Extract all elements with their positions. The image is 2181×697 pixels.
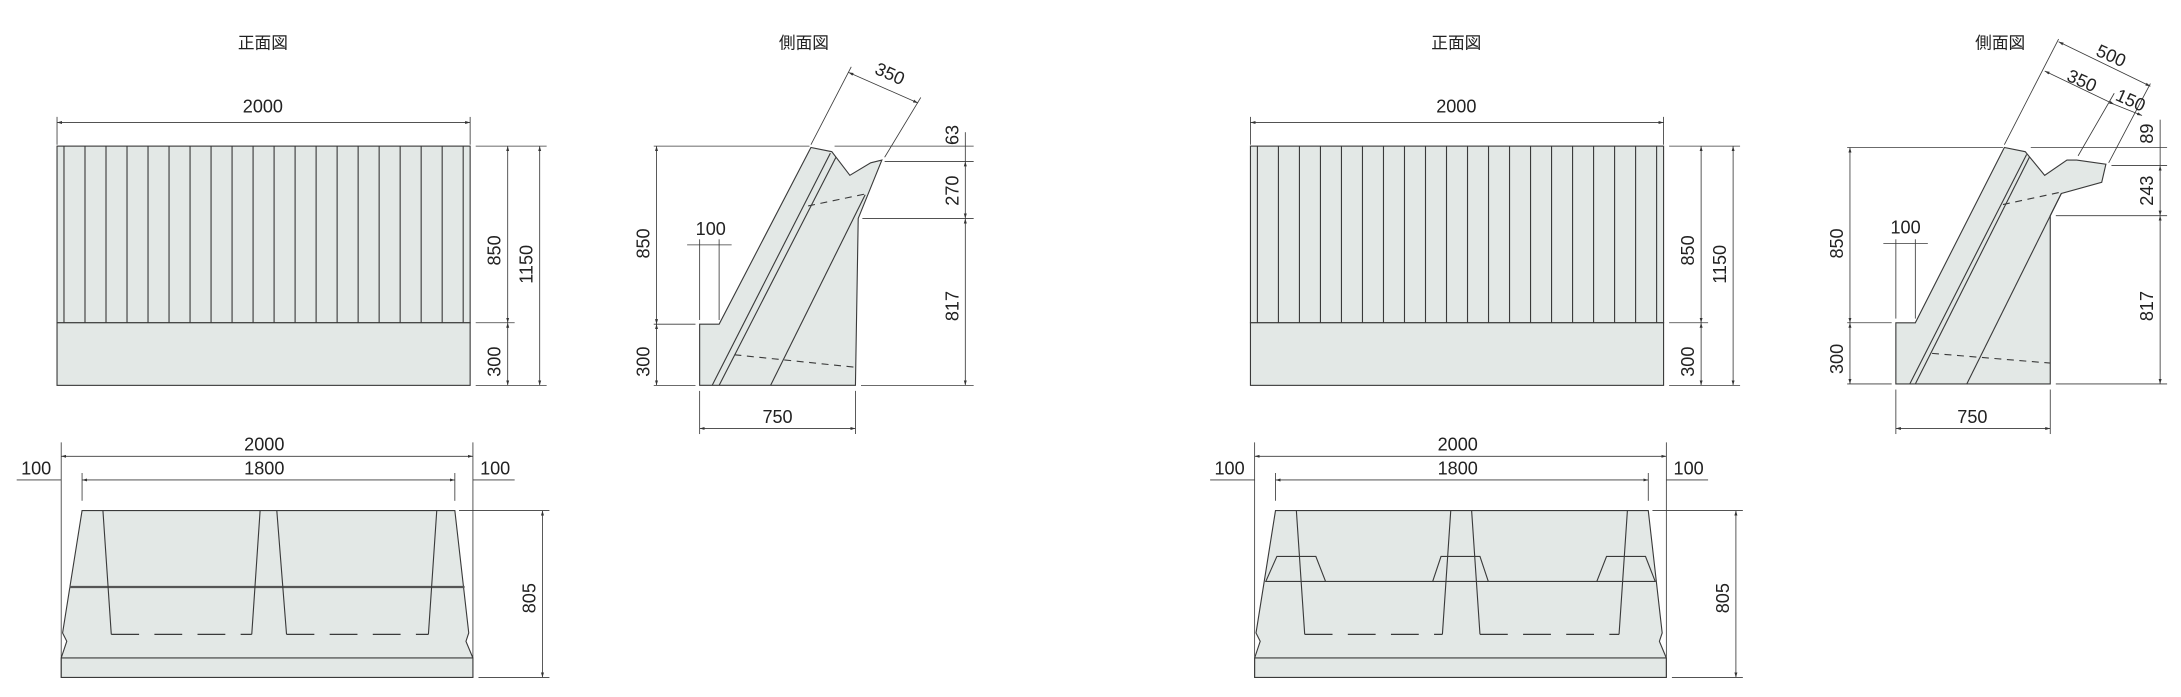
front-view-title: 正面図 [1431, 34, 1481, 53]
front-view: 2000 850 300 1150 [56, 97, 547, 386]
dim-plan-width: 2000 [1438, 435, 1478, 455]
dim-plan-height: 805 [1713, 583, 1733, 613]
dim-side-top-total: 500 [2093, 41, 2129, 72]
dim-side-top-drop: 89 [2137, 124, 2157, 144]
dim-plan-margin-left: 100 [1215, 458, 1245, 478]
dim-front-upper: 850 [1678, 235, 1698, 265]
dim-plan-margin-right: 100 [1674, 458, 1704, 478]
dim-front-width: 2000 [1436, 97, 1476, 117]
front-view-title: 正面図 [238, 34, 288, 53]
dim-side-top-width: 350 [2064, 66, 2100, 97]
front-upper-panel [56, 145, 471, 324]
dim-side-top-ext: 150 [2113, 85, 2149, 116]
dim-front-base: 300 [1678, 347, 1698, 377]
dim-side-upper-height: 850 [1827, 228, 1847, 258]
front-view: 2000 850 300 1150 [1249, 97, 1741, 386]
dim-front-width: 2000 [243, 97, 283, 117]
side-view: 850 300 100 750 817 243 89 500 350 150 [1827, 38, 2168, 435]
dim-side-base-height: 300 [634, 347, 654, 377]
plan-brackets [1264, 555, 1657, 583]
plan-outline [60, 509, 474, 679]
right-drawing-set: 正面図 側面図 2000 850 300 1150 [1210, 34, 2168, 679]
dim-plan-margin-right: 100 [480, 458, 510, 478]
dim-side-base-height: 300 [1827, 344, 1847, 374]
dim-plan-inner: 1800 [1438, 458, 1478, 478]
dim-plan-margin-left: 100 [21, 458, 51, 478]
side-view-title: 側面図 [1975, 34, 2025, 53]
dim-plan-inner: 1800 [244, 458, 284, 478]
left-drawing-set: 正面図 側面図 2000 850 300 1150 [16, 34, 974, 679]
dim-front-total: 1150 [1710, 245, 1730, 284]
plan-view: 2000 1800 100 100 805 [1210, 435, 1743, 679]
dim-side-upper-face: 243 [2137, 176, 2157, 206]
dim-front-upper: 850 [485, 235, 505, 265]
dim-plan-width: 2000 [244, 435, 284, 455]
front-base [56, 322, 471, 386]
dim-side-top-width: 350 [872, 59, 908, 90]
dim-side-upper-height: 850 [634, 228, 654, 258]
front-upper-panel [1249, 145, 1665, 324]
side-profile [699, 146, 883, 386]
dim-side-step: 100 [1891, 218, 1921, 238]
side-view: 850 300 100 750 817 270 63 350 [634, 59, 974, 435]
front-ribs [1256, 146, 1658, 323]
front-ribs [63, 146, 464, 323]
plan-view: 2000 1800 100 100 805 [16, 435, 550, 679]
dim-front-total: 1150 [517, 245, 537, 284]
dim-front-base: 300 [485, 347, 505, 377]
dim-side-depth: 750 [762, 407, 792, 427]
front-base [1249, 322, 1665, 386]
dim-side-lower-face: 817 [942, 291, 962, 321]
side-view-title: 側面図 [779, 34, 829, 53]
plan-outline [1254, 509, 1667, 679]
dim-side-upper-face: 270 [942, 176, 962, 206]
dim-side-top-drop: 63 [942, 125, 962, 145]
dim-plan-height: 805 [520, 583, 540, 613]
dim-side-lower-face: 817 [2137, 291, 2157, 321]
dim-side-depth: 750 [1957, 407, 1987, 427]
dim-side-step: 100 [696, 219, 726, 239]
